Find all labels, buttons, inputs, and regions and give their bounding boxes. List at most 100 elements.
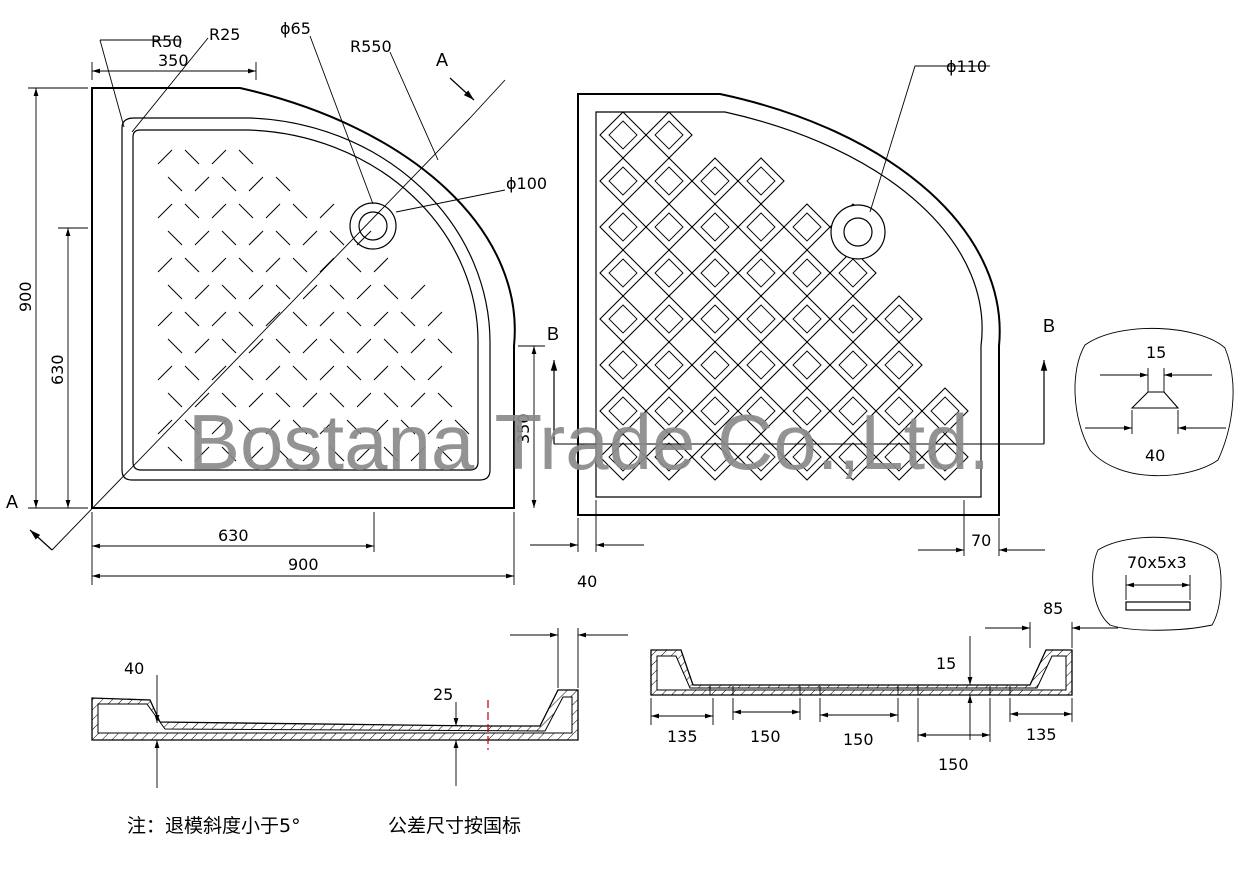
grid-cell-inner	[608, 396, 638, 426]
grid-cell-inner	[608, 350, 638, 380]
grid-cell	[599, 111, 647, 159]
anti-slip-mark	[400, 419, 416, 435]
anti-slip-mark	[346, 311, 362, 327]
anti-slip-mark	[238, 257, 254, 273]
section-line-a-end	[469, 79, 506, 119]
section-a-dim-25: 25	[433, 685, 453, 704]
anti-slip-mark	[238, 203, 254, 219]
dim-right-350: 350	[514, 413, 533, 444]
anti-slip-mark	[221, 176, 237, 192]
grid-cell	[783, 433, 831, 481]
anti-slip-mark	[400, 311, 416, 327]
anti-slip-mark	[167, 446, 183, 462]
anti-slip-mark	[373, 365, 389, 381]
anti-slip-mark	[157, 257, 173, 273]
anti-slip-mark	[221, 284, 237, 300]
anti-slip-mark	[383, 446, 399, 462]
grid-cell	[875, 433, 923, 481]
grid-cell-inner	[838, 304, 868, 334]
anti-slip-mark	[211, 203, 227, 219]
label-phi110: ϕ110	[946, 57, 987, 76]
leader-phi65	[309, 35, 374, 205]
anti-slip-mark	[275, 176, 291, 192]
anti-slip-mark	[292, 419, 308, 435]
grid-cell-inner	[838, 396, 868, 426]
anti-slip-mark	[400, 365, 416, 381]
anti-slip-mark	[248, 284, 264, 300]
anti-slip-mark	[302, 284, 318, 300]
anti-slip-mark	[221, 230, 237, 246]
section-b-b: 85 15 135 150 150 150 135	[650, 599, 1118, 774]
anti-slip-mark	[265, 203, 281, 219]
anti-slip-mark	[194, 284, 210, 300]
anti-slip-mark	[167, 338, 183, 354]
dim-left-630: 630	[48, 354, 67, 385]
leader-phi100	[395, 189, 506, 213]
bar-profile	[1125, 601, 1191, 611]
anti-slip-mark	[292, 311, 308, 327]
anti-slip-mark	[167, 392, 183, 408]
anti-slip-mark	[410, 392, 426, 408]
label-phi100: ϕ100	[506, 174, 547, 193]
leader-r50-top	[100, 39, 181, 48]
grid-cell	[691, 341, 739, 389]
dim-bottom-630: 630	[218, 526, 249, 545]
tray-rim-a	[121, 117, 491, 481]
grid-cell-inner	[608, 258, 638, 288]
grid-cell-inner	[838, 258, 868, 288]
anti-slip-mark	[167, 230, 183, 246]
anti-slip-mark	[329, 338, 345, 354]
section-arrow-a-bottom	[29, 529, 53, 551]
grid-cell	[599, 433, 647, 481]
grid-cell	[737, 341, 785, 389]
anti-slip-mark	[238, 419, 254, 435]
anti-slip-mark	[194, 392, 210, 408]
grid-cell-inner	[792, 442, 822, 472]
grid-cell	[875, 341, 923, 389]
anti-slip-mark	[454, 419, 470, 435]
grid-cell	[737, 157, 785, 205]
detail-rib: 15 40	[1074, 327, 1234, 477]
grid-cell-inner	[746, 166, 776, 196]
anti-slip-mark	[221, 446, 237, 462]
grid-cell	[783, 341, 831, 389]
note-tolerance: 公差尺寸按国标	[388, 815, 521, 837]
anti-slip-mark	[265, 311, 281, 327]
grid-cell	[645, 295, 693, 343]
grid-cell	[875, 295, 923, 343]
anti-slip-mark	[248, 392, 264, 408]
section-a-dim-40: 40	[124, 659, 144, 678]
grid-cell	[691, 203, 739, 251]
watermark: Bostana Trade Co.,Ltd.	[188, 398, 990, 486]
grid-cell	[645, 111, 693, 159]
anti-slip-mark	[211, 257, 227, 273]
anti-slip-mark	[184, 419, 200, 435]
anti-slip-mark	[157, 203, 173, 219]
section-label-b-left: B	[547, 324, 559, 344]
grid-cell	[645, 203, 693, 251]
grid-cell-inner	[930, 396, 960, 426]
grid-cell-inner	[884, 442, 914, 472]
grid-cell-inner	[654, 350, 684, 380]
section-b-dim-150-b: 150	[843, 730, 874, 749]
drain-inner-a	[358, 211, 388, 241]
grid-cell-inner	[838, 442, 868, 472]
grid-cell	[921, 433, 969, 481]
grid-cell	[599, 341, 647, 389]
drain-inner-b	[843, 217, 873, 247]
anti-slip-mark	[427, 311, 443, 327]
grid-cell-inner	[746, 396, 776, 426]
anti-slip-mark	[167, 284, 183, 300]
drain-outer-b	[830, 204, 886, 260]
section-arrow-a-top	[449, 77, 475, 101]
grid-cell	[737, 433, 785, 481]
section-b-dim-150-c: 150	[938, 755, 969, 774]
grid-cell-inner	[608, 442, 638, 472]
anti-slip-mark	[292, 203, 308, 219]
grid-cell-inner	[608, 212, 638, 242]
anti-slip-mark	[184, 257, 200, 273]
anti-slip-mark	[346, 419, 362, 435]
anti-slip-mark	[329, 230, 345, 246]
grid-cell	[599, 295, 647, 343]
leader-r550	[389, 51, 439, 161]
